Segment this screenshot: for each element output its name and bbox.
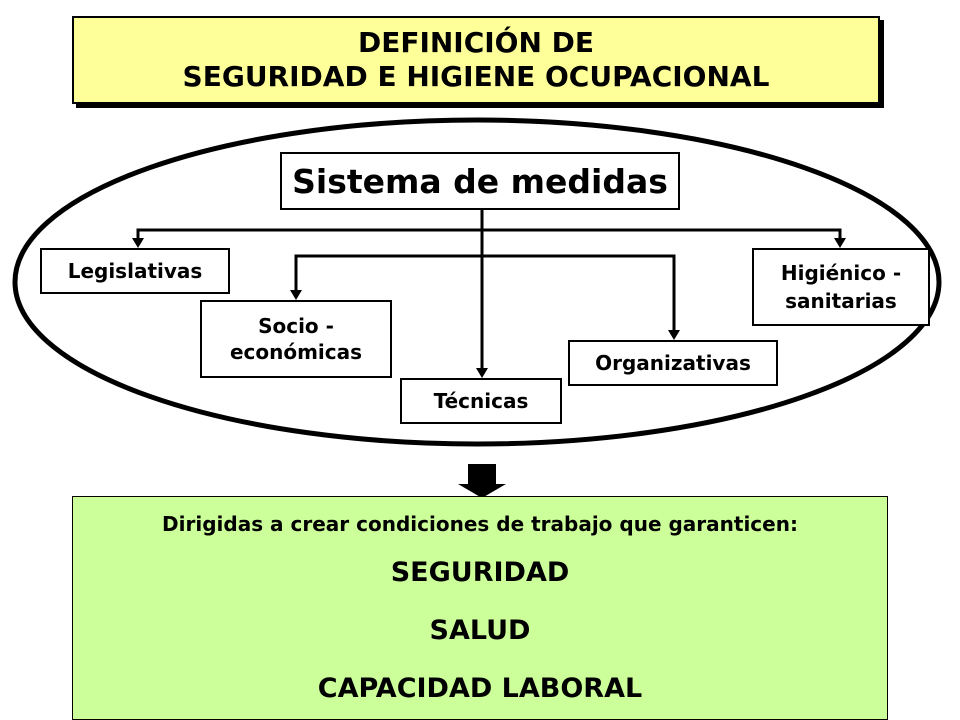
arrowhead-legislativas <box>132 238 144 248</box>
arrowhead-tecnicas <box>476 368 488 378</box>
result-intro: Dirigidas a crear condiciones de trabajo… <box>162 512 798 536</box>
down-arrow-head <box>458 484 506 498</box>
node-higienico-sanitarias: Higiénico - sanitarias <box>752 248 930 326</box>
result-item-capacidad-laboral: CAPACIDAD LABORAL <box>317 673 643 704</box>
arrowhead-socio <box>290 290 302 300</box>
result-panel: Dirigidas a crear condiciones de trabajo… <box>72 496 888 720</box>
node-socio-label-1: Socio - <box>258 314 334 338</box>
node-higienico-label-2: sanitarias <box>785 289 897 313</box>
node-legislativas: Legislativas <box>40 248 230 294</box>
result-item-salud: SALUD <box>429 615 531 646</box>
connector-socio <box>294 254 482 292</box>
node-tecnicas: Técnicas <box>400 378 562 424</box>
node-organizativas: Organizativas <box>568 340 778 386</box>
system-label: Sistema de medidas <box>292 161 668 201</box>
node-socio-label-2: económicas <box>229 340 363 364</box>
node-higienico-label-1: Higiénico - <box>780 261 902 285</box>
system-node: Sistema de medidas <box>280 152 680 210</box>
connector-higienico <box>482 228 842 240</box>
down-arrow-shaft <box>468 464 496 486</box>
connector-legislativas <box>136 228 482 240</box>
connector-organizativas <box>482 254 676 332</box>
system-ellipse <box>12 117 942 447</box>
node-legislativas-label: Legislativas <box>67 259 203 283</box>
arrowhead-organizativas <box>668 330 680 340</box>
node-organizativas-label: Organizativas <box>595 351 751 375</box>
result-item-seguridad: SEGURIDAD <box>390 557 570 588</box>
arrowhead-higienico <box>834 238 846 248</box>
title-line-2: SEGURIDAD E HIGIENE OCUPACIONAL <box>182 60 770 93</box>
page-title: DEFINICIÓN DE SEGURIDAD E HIGIENE OCUPAC… <box>72 16 880 104</box>
title-line-1: DEFINICIÓN DE <box>357 26 595 59</box>
node-socio-economicas: Socio - económicas <box>200 300 392 378</box>
node-tecnicas-label: Técnicas <box>433 389 529 413</box>
